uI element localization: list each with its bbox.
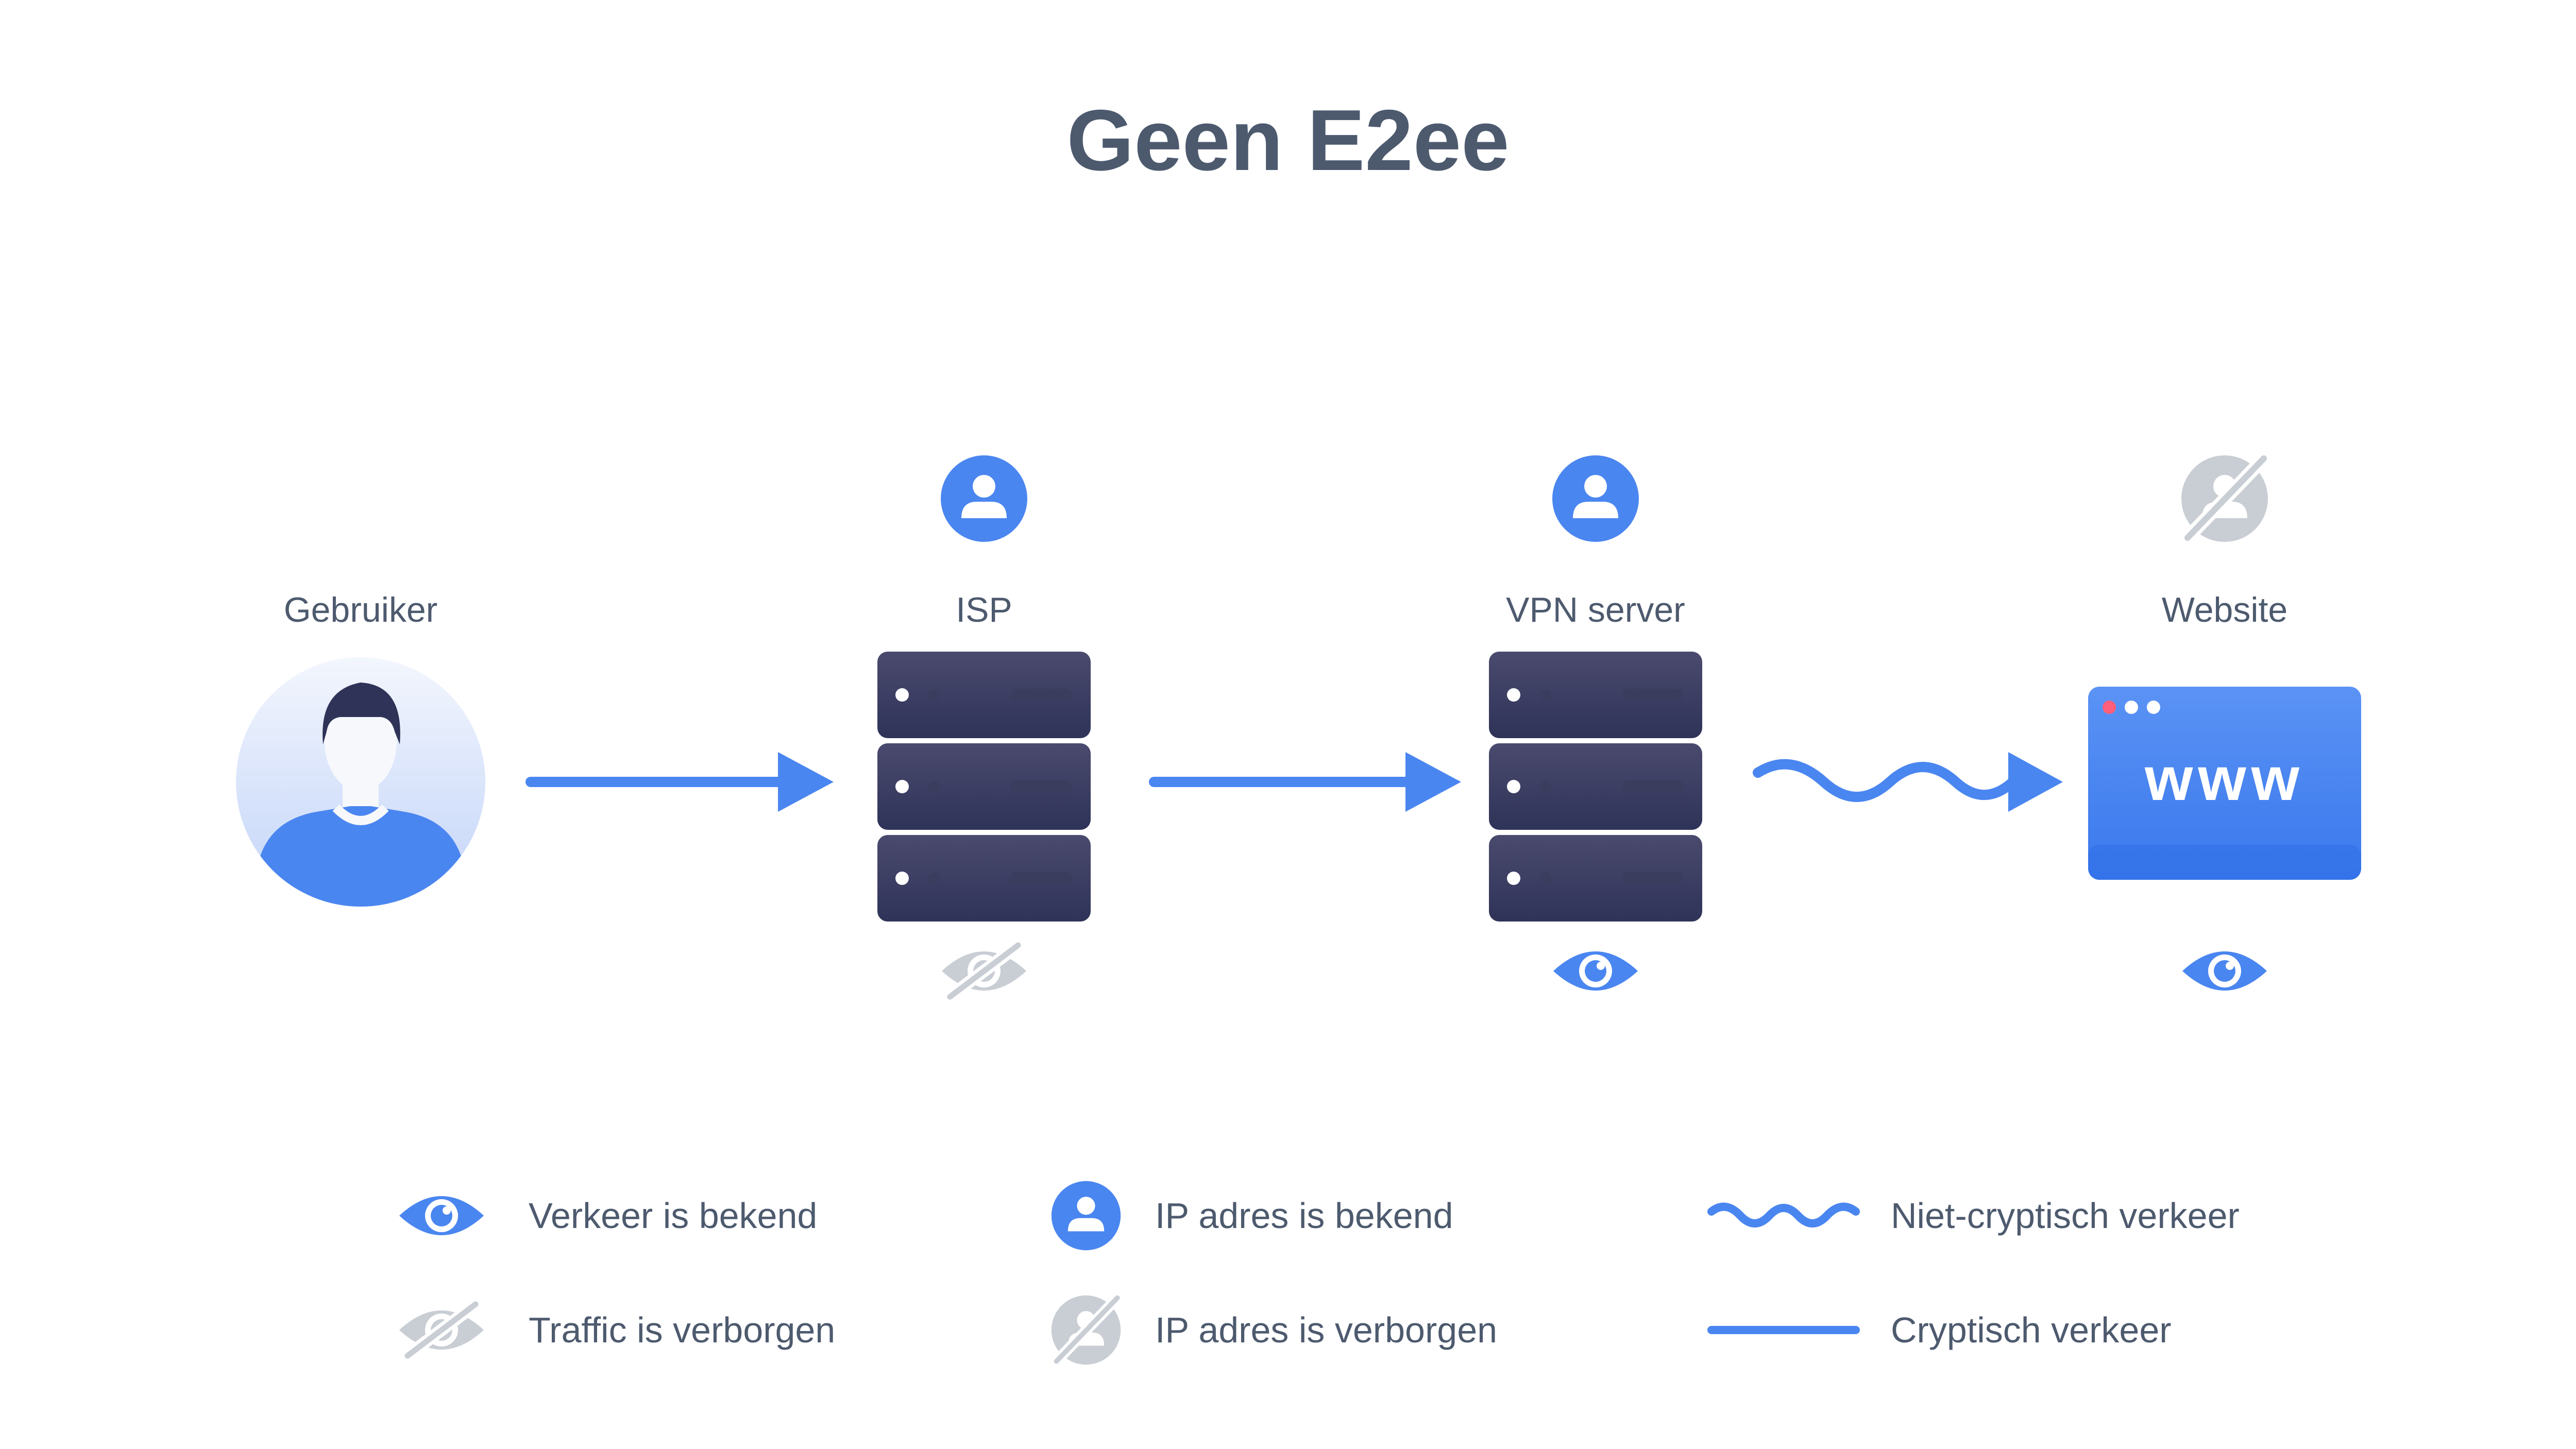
connection-user-isp bbox=[526, 752, 834, 812]
legend: Verkeer is bekend Traffic is verborgen I… bbox=[399, 1181, 2240, 1365]
connection-isp-vpn bbox=[1149, 752, 1461, 812]
vpn-traffic-known-icon bbox=[1553, 951, 1638, 991]
legend-ip-hidden-label: IP adres is verborgen bbox=[1155, 1310, 1497, 1350]
isp-server-icon bbox=[877, 652, 1091, 922]
legend-encrypted-label: Cryptisch verkeer bbox=[1891, 1310, 2172, 1350]
legend-unencrypted-line bbox=[1707, 1202, 1860, 1228]
legend-unencrypted-label: Niet-cryptisch verkeer bbox=[1891, 1196, 2240, 1236]
node-label-isp: ISP bbox=[956, 590, 1012, 629]
legend-traffic-known-label: Verkeer is bekend bbox=[529, 1196, 817, 1236]
legend-ip-known-icon bbox=[1051, 1181, 1121, 1251]
vpn-server-icon bbox=[1489, 652, 1702, 922]
www-text: www bbox=[2144, 744, 2304, 813]
node-label-user: Gebruiker bbox=[284, 590, 438, 629]
isp-ip-known-icon bbox=[941, 455, 1027, 542]
legend-traffic-known-icon bbox=[399, 1196, 484, 1235]
isp-traffic-hidden-icon bbox=[942, 943, 1026, 999]
legend-ip-hidden-icon bbox=[1052, 1295, 1121, 1365]
connection-vpn-website bbox=[1753, 752, 2063, 812]
vpn-ip-known-icon bbox=[1552, 455, 1639, 542]
legend-traffic-hidden-label: Traffic is verborgen bbox=[529, 1310, 835, 1350]
page-title: Geen E2ee bbox=[1066, 92, 1509, 189]
user-avatar-icon bbox=[236, 657, 485, 907]
node-label-website: Website bbox=[2162, 590, 2287, 629]
legend-traffic-hidden-icon bbox=[399, 1302, 484, 1358]
website-traffic-known-icon bbox=[2182, 951, 2267, 991]
browser-window-icon: www bbox=[2088, 687, 2361, 880]
website-ip-hidden-icon bbox=[2181, 455, 2268, 542]
node-label-vpn: VPN server bbox=[1506, 590, 1685, 629]
legend-ip-known-label: IP adres is bekend bbox=[1155, 1196, 1453, 1236]
